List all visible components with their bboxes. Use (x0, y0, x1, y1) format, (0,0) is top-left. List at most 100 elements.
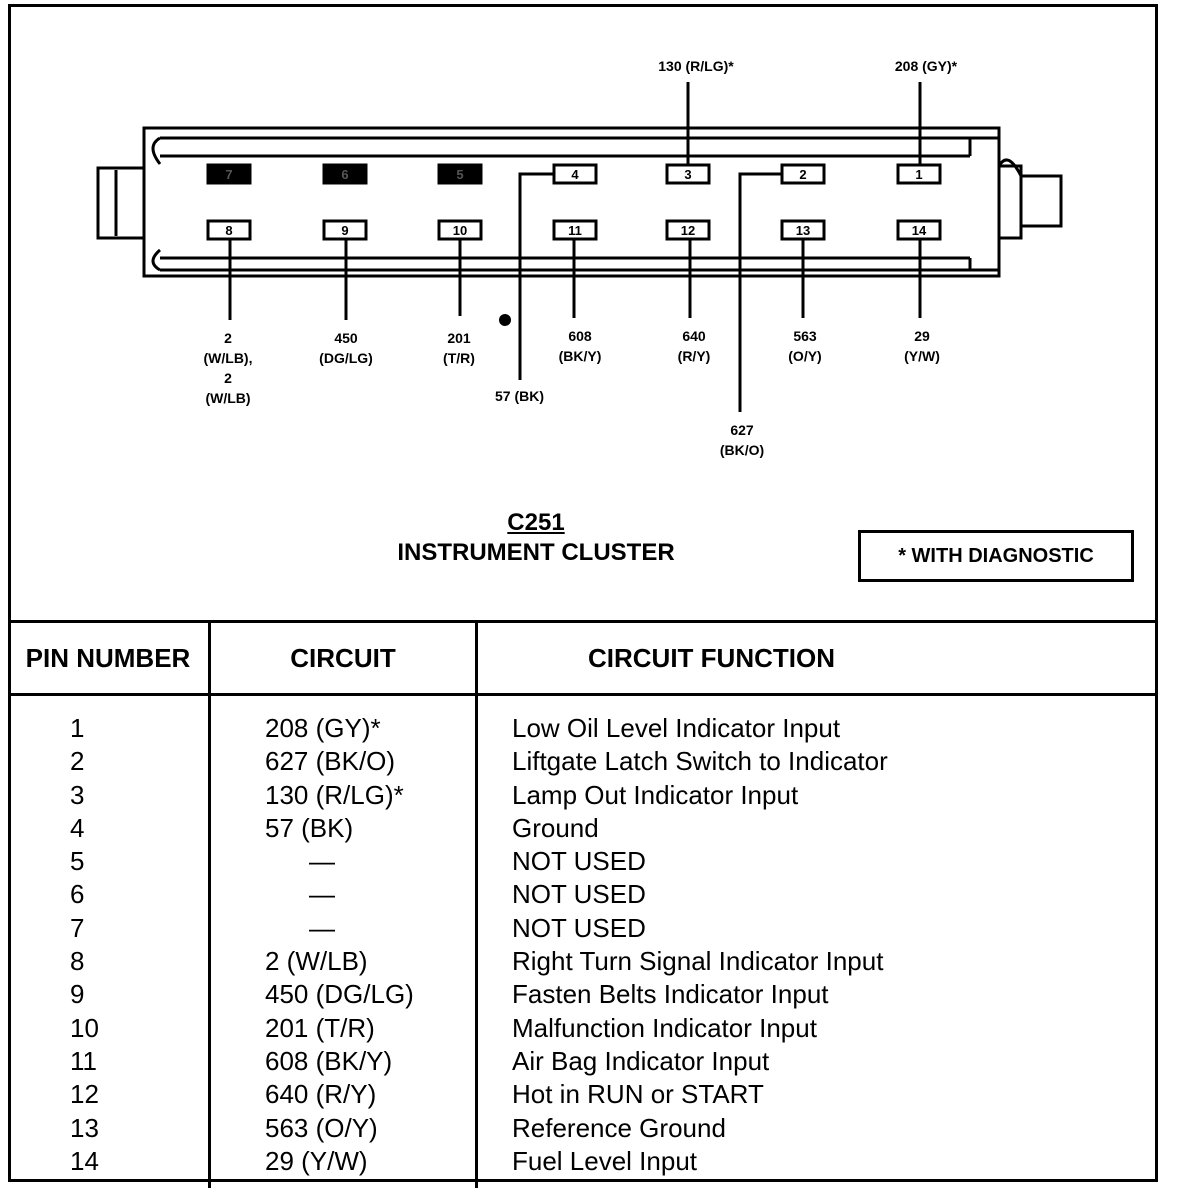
cell-function: Liftgate Latch Switch to Indicator (477, 745, 1159, 778)
wire-label-pin10: 201 (T/R) (443, 328, 475, 368)
pin-13-number: 13 (796, 223, 810, 238)
pin-5: 5 (439, 165, 481, 183)
cell-pin: 3 (8, 779, 210, 812)
wire-label-pin14: 29 (Y/W) (904, 326, 940, 366)
wire-label-pin10-line1: 201 (443, 328, 475, 348)
connector-title: C251 INSTRUMENT CLUSTER (397, 508, 674, 568)
wire-label-pin11-line2: (BK/Y) (559, 346, 602, 366)
header-circuit-function: CIRCUIT FUNCTION (477, 622, 1159, 695)
wire-label-pin11: 608 (BK/Y) (559, 326, 602, 366)
cell-pin: 4 (8, 812, 210, 845)
pin-11: 11 (554, 221, 596, 239)
cell-function: NOT USED (477, 912, 1159, 945)
pin-1: 1 (898, 165, 940, 183)
pin-7-number: 7 (225, 167, 232, 182)
cell-circuit-dash: — (265, 912, 335, 945)
pin-2-number: 2 (799, 167, 806, 182)
wire-label-pin12: 640 (R/Y) (678, 326, 711, 366)
pin-14: 14 (898, 221, 940, 239)
header-pin-number: PIN NUMBER (8, 622, 210, 695)
header-circuit: CIRCUIT (210, 622, 477, 695)
cell-circuit: — (210, 878, 477, 911)
cell-circuit: 29 (Y/W) (210, 1145, 477, 1188)
wire-label-pin8-line1: 2 (204, 328, 253, 348)
cell-function: Reference Ground (477, 1112, 1159, 1145)
table-row: 6—NOT USED (8, 878, 1158, 911)
wire-label-pin10-line2: (T/R) (443, 348, 475, 368)
wire-label-pin1: 208 (GY)* (895, 56, 957, 76)
pin-14-number: 14 (912, 223, 927, 238)
wire-label-pin8-line3: 2 (204, 368, 253, 388)
cell-circuit: 563 (O/Y) (210, 1112, 477, 1145)
cell-circuit: 208 (GY)* (210, 695, 477, 746)
wire-label-pin9: 450 (DG/LG) (319, 328, 373, 368)
cell-function: Hot in RUN or START (477, 1078, 1159, 1111)
cell-pin: 14 (8, 1145, 210, 1188)
cell-circuit-dash: — (265, 845, 335, 878)
pin-7: 7 (208, 165, 250, 183)
cell-function: NOT USED (477, 878, 1159, 911)
pin-8-number: 8 (225, 223, 232, 238)
pin-6: 6 (324, 165, 366, 183)
pin-9-number: 9 (341, 223, 348, 238)
cell-pin: 8 (8, 945, 210, 978)
ground-symbol (499, 314, 511, 326)
wire-label-pin13-line2: (O/Y) (788, 346, 821, 366)
cell-pin: 1 (8, 695, 210, 746)
cell-circuit: 2 (W/LB) (210, 945, 477, 978)
pin-4-number: 4 (571, 167, 579, 182)
connector-diagram: 7 6 5 4 3 2 1 8 9 10 11 12 13 14 130 (R/LG)* 208 (GY… (0, 0, 1184, 620)
cell-circuit: 201 (T/R) (210, 1012, 477, 1045)
wire-label-pin2-line1: 627 (720, 420, 764, 440)
pin-5-number: 5 (456, 167, 463, 182)
cell-circuit: 608 (BK/Y) (210, 1045, 477, 1078)
wire-label-pin9-line2: (DG/LG) (319, 348, 373, 368)
cell-pin: 6 (8, 878, 210, 911)
wire-label-pin8-line2: (W/LB), (204, 348, 253, 368)
bottom-pin-row: 8 9 10 11 12 13 14 (208, 221, 940, 239)
cell-pin: 9 (8, 978, 210, 1011)
connector-code: C251 (397, 508, 674, 538)
wire-label-pin9-line1: 450 (319, 328, 373, 348)
pin-8: 8 (208, 221, 250, 239)
cell-circuit: 640 (R/Y) (210, 1078, 477, 1111)
cell-function: Low Oil Level Indicator Input (477, 695, 1159, 746)
pin-10-number: 10 (453, 223, 467, 238)
pin-3-number: 3 (684, 167, 691, 182)
pin-1-number: 1 (915, 167, 922, 182)
wire-label-pin14-line1: 29 (904, 326, 940, 346)
cell-function: Malfunction Indicator Input (477, 1012, 1159, 1045)
pin-9: 9 (324, 221, 366, 239)
connector-name: INSTRUMENT CLUSTER (397, 539, 674, 566)
cell-pin: 13 (8, 1112, 210, 1145)
cell-circuit: 627 (BK/O) (210, 745, 477, 778)
wire-label-pin2: 627 (BK/O) (720, 420, 764, 460)
wire-label-pin3: 130 (R/LG)* (658, 56, 733, 76)
wire-label-pin2-line2: (BK/O) (720, 440, 764, 460)
cell-pin: 7 (8, 912, 210, 945)
cell-circuit: — (210, 912, 477, 945)
wire-label-pin12-line2: (R/Y) (678, 346, 711, 366)
wire-label-pin13: 563 (O/Y) (788, 326, 821, 366)
cell-circuit: 130 (R/LG)* (210, 779, 477, 812)
pin-12-number: 12 (681, 223, 695, 238)
connector-body (98, 128, 1061, 276)
table-row: 7 — NOT USED (8, 912, 1158, 945)
cell-function: Fasten Belts Indicator Input (477, 978, 1159, 1011)
cell-circuit: — (210, 845, 477, 878)
wire-label-pin8-line4: (W/LB) (204, 388, 253, 408)
cell-pin: 11 (8, 1045, 210, 1078)
cell-function: Ground (477, 812, 1159, 845)
pin-4: 4 (554, 165, 596, 183)
pin-10: 10 (439, 221, 481, 239)
cell-circuit: 450 (DG/LG) (210, 978, 477, 1011)
